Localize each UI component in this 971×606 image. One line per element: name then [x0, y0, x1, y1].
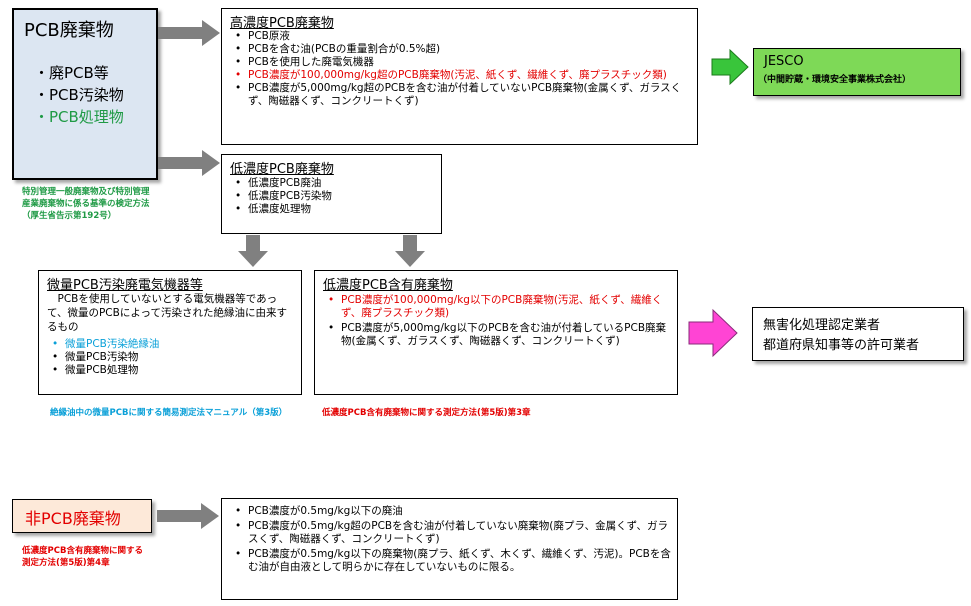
non-pcb-items-list: PCB濃度が0.5mg/kg以下の廃油 PCB濃度が0.5mg/kg超のPCBを… [232, 505, 672, 574]
low-concentration-list: 低濃度PCB廃油 低濃度PCB汚染物 低濃度処理物 [232, 177, 437, 216]
non-pcb-note: 低濃度PCB含有廃棄物に関する測定方法(第5版)第4章 [22, 546, 143, 568]
trace-pcb-box: 微量PCB汚染廃電気機器等 PCBを使用していないとする電気機器等であって、微量… [38, 270, 302, 395]
list-item: PCB原液 [232, 30, 692, 43]
low-content-box: 低濃度PCB含有廃棄物 PCB濃度が100,000mg/kg以下のPCB廃棄物(… [314, 270, 678, 395]
certified-business-box: 無害化処理認定業者 都道府県知事等の許可業者 [752, 307, 964, 361]
jesco-title: JESCO [764, 54, 804, 69]
list-item: PCB濃度が0.5mg/kg以下の廃棄物(廃プラ、紙くず、木くず、繊維くず、汚泥… [232, 548, 672, 574]
list-item: PCB濃度が100,000mg/kg以下のPCB廃棄物(汚泥、紙くず、繊維くず、… [325, 294, 670, 320]
arrow-to-low [158, 150, 220, 176]
list-item: 低濃度PCB汚染物 [232, 190, 437, 203]
pcb-waste-item-2: ・PCB汚染物 [34, 86, 124, 104]
list-item: PCBを使用した廃電気機器 [232, 56, 692, 69]
list-item: 微量PCB処理物 [49, 364, 294, 377]
high-concentration-title: 高濃度PCB廃棄物 [230, 16, 334, 31]
arrow-to-lowcontent [395, 235, 425, 267]
arrow-to-certified [688, 308, 738, 358]
pcb-waste-box: PCB廃棄物 ・廃PCB等 ・PCB汚染物 ・PCB処理物 [12, 8, 158, 180]
pcb-waste-title: PCB廃棄物 [24, 20, 114, 41]
low-content-note: 低濃度PCB含有廃棄物に関する測定方法(第5版)第3章 [322, 408, 531, 418]
list-item: 低濃度PCB廃油 [232, 177, 437, 190]
low-content-title: 低濃度PCB含有廃棄物 [323, 278, 453, 293]
pcb-waste-item-1: ・廃PCB等 [34, 64, 109, 82]
high-concentration-box: 高濃度PCB廃棄物 PCB原液 PCBを含む油(PCBの重量割合が0.5%超) … [221, 8, 698, 145]
list-item: PCB濃度が5,000mg/kg超のPCBを含む油が付着していないPCB廃棄物(… [232, 82, 692, 108]
list-item: 微量PCB汚染絶縁油 [49, 338, 294, 351]
non-pcb-title: 非PCB廃棄物 [25, 509, 121, 528]
list-item: PCBを含む油(PCBの重量割合が0.5%超) [232, 43, 692, 56]
high-concentration-list: PCB原液 PCBを含む油(PCBの重量割合が0.5%超) PCBを使用した廃電… [232, 30, 692, 108]
trace-pcb-description: PCBを使用していないとする電気機器等であって、微量のPCBによって汚染された絶… [47, 293, 288, 333]
trace-pcb-title: 微量PCB汚染廃電気機器等 [47, 278, 203, 293]
arrow-to-high [158, 20, 220, 46]
low-concentration-title: 低濃度PCB廃棄物 [230, 162, 334, 177]
list-item: PCB濃度が100,000mg/kg超のPCB廃棄物(汚泥、紙くず、繊維くず、廃… [232, 69, 692, 82]
arrow-to-jesco [711, 48, 749, 86]
low-content-list: PCB濃度が100,000mg/kg以下のPCB廃棄物(汚泥、紙くず、繊維くず、… [325, 294, 670, 348]
arrow-to-non-pcb-items [157, 503, 219, 529]
list-item: PCB濃度が0.5mg/kg以下の廃油 [232, 505, 672, 518]
certified-line-2: 都道府県知事等の許可業者 [763, 338, 920, 353]
trace-pcb-note: 絶縁油中の微量PCBに関する簡易測定法マニュアル（第3版） [50, 408, 288, 418]
jesco-subtitle: （中間貯蔵・環境安全事業株式会社） [758, 75, 912, 85]
list-item: 微量PCB汚染物 [49, 351, 294, 364]
list-item: PCB濃度が5,000mg/kg以下のPCBを含む油が付着しているPCB廃棄物(… [325, 322, 670, 348]
list-item: PCB濃度が0.5mg/kg超のPCBを含む油が付着していない廃棄物(廃プラ、金… [232, 520, 672, 546]
pcb-waste-item-3: ・PCB処理物 [34, 108, 124, 126]
low-concentration-box: 低濃度PCB廃棄物 低濃度PCB廃油 低濃度PCB汚染物 低濃度処理物 [221, 154, 442, 234]
certified-line-1: 無害化処理認定業者 [763, 318, 881, 333]
list-item: 低濃度処理物 [232, 203, 437, 216]
jesco-box: JESCO （中間貯蔵・環境安全事業株式会社） [753, 48, 961, 96]
non-pcb-box: 非PCB廃棄物 [12, 499, 152, 533]
trace-pcb-list: 微量PCB汚染絶縁油 微量PCB汚染物 微量PCB処理物 [49, 338, 294, 377]
arrow-to-trace [238, 235, 268, 267]
pcb-waste-note: 特別管理一般廃棄物及び特別管理産業廃棄物に係る基準の検定方法（厚生省告示第192… [22, 187, 150, 221]
non-pcb-items-box: PCB濃度が0.5mg/kg以下の廃油 PCB濃度が0.5mg/kg超のPCBを… [221, 498, 678, 600]
